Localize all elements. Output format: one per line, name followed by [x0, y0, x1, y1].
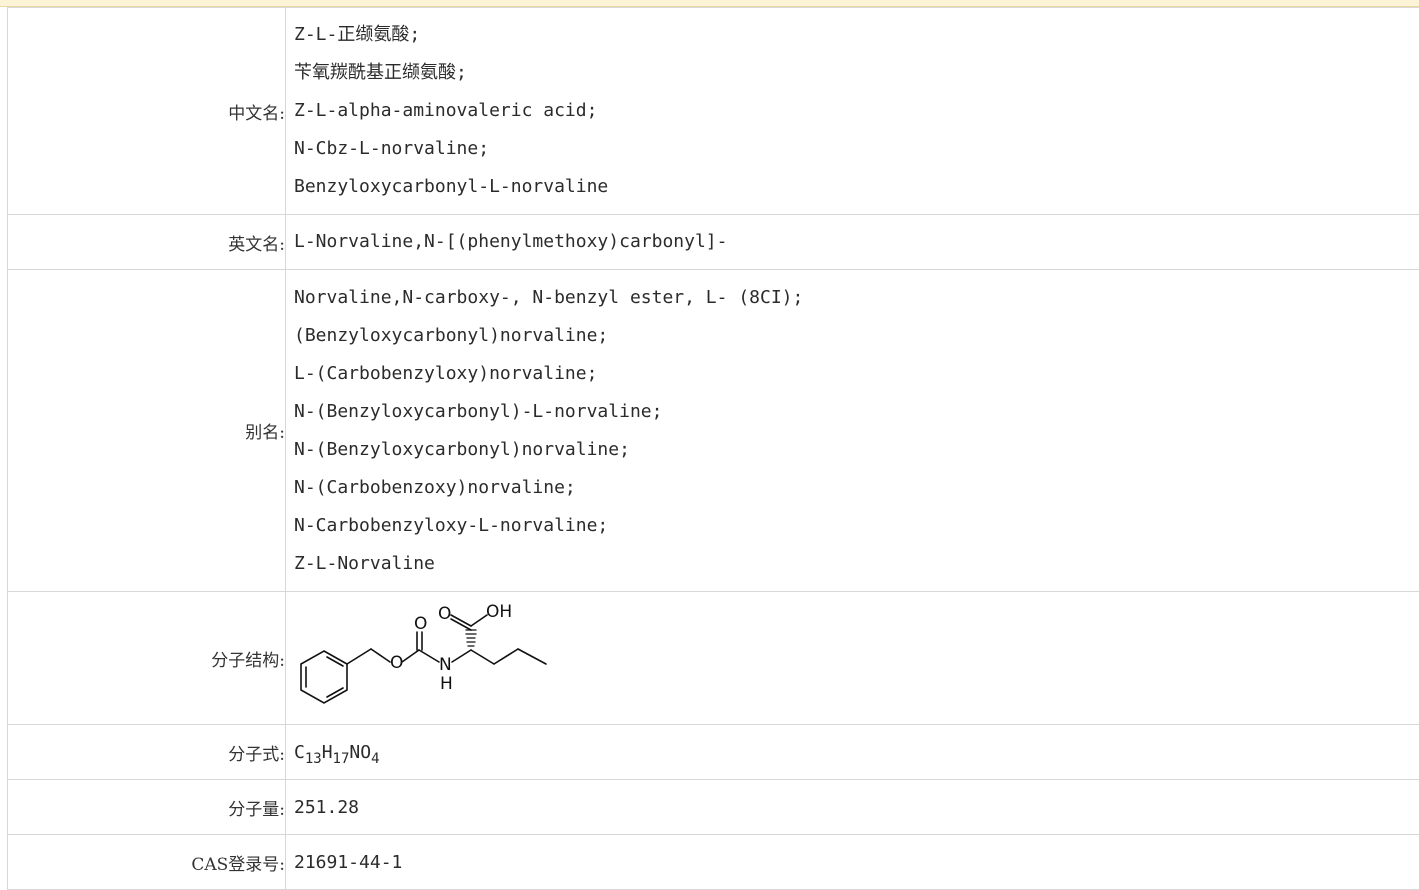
formula-value: C13H17NO4 — [286, 725, 1419, 780]
formula-element: C — [294, 742, 305, 763]
formula-count: 17 — [333, 751, 350, 767]
table-row-structure: 分子结构: — [8, 592, 1419, 725]
table-row-cas: CAS登录号: 21691-44-1 — [8, 835, 1419, 890]
alias-line: Z-L-Norvaline — [294, 545, 1419, 583]
chinese-name-line: Benzyloxycarbonyl-L-norvaline — [294, 168, 1419, 206]
alias-line: N-(Benzyloxycarbonyl)-L-norvaline; — [294, 393, 1419, 431]
alias-line: (Benzyloxycarbonyl)norvaline; — [294, 317, 1419, 355]
table-row-chinese-name: 中文名: Z-L-正缬氨酸; 苄氧羰酰基正缬氨酸; Z-L-alpha-amin… — [8, 8, 1419, 215]
molecular-structure-image: O O N H O OH — [294, 602, 564, 720]
alias-line: N-(Benzyloxycarbonyl)norvaline; — [294, 431, 1419, 469]
molecular-weight-label: 分子量: — [8, 780, 286, 835]
english-name-text: L-Norvaline,N-[(phenylmethoxy)carbonyl]- — [294, 223, 1419, 261]
english-name-label: 英文名: — [8, 215, 286, 270]
cas-label: CAS登录号: — [8, 835, 286, 890]
formula-label: 分子式: — [8, 725, 286, 780]
atom-label: N — [439, 655, 452, 675]
header-band — [0, 0, 1419, 7]
table-row-english-name: 英文名: L-Norvaline,N-[(phenylmethoxy)carbo… — [8, 215, 1419, 270]
chinese-name-label: 中文名: — [8, 8, 286, 215]
atom-label: O — [390, 653, 403, 673]
aliases-label: 别名: — [8, 270, 286, 592]
atom-label: OH — [486, 602, 512, 622]
chinese-name-line: Z-L-alpha-aminovaleric acid; — [294, 92, 1419, 130]
table-row-aliases: 别名: Norvaline,N-carboxy-, N-benzyl ester… — [8, 270, 1419, 592]
atom-label: H — [440, 674, 453, 694]
chinese-name-line: 苄氧羰酰基正缬氨酸; — [294, 54, 1419, 92]
structure-cell: O O N H O OH — [286, 592, 1419, 725]
aliases-values: Norvaline,N-carboxy-, N-benzyl ester, L-… — [286, 270, 1419, 592]
formula-element: NO — [349, 742, 371, 763]
alias-line: N-(Carbobenzoxy)norvaline; — [294, 469, 1419, 507]
table-row-molecular-weight: 分子量: 251.28 — [8, 780, 1419, 835]
atom-label: O — [438, 604, 451, 624]
chinese-name-line: N-Cbz-L-norvaline; — [294, 130, 1419, 168]
chinese-name-line: Z-L-正缬氨酸; — [294, 16, 1419, 54]
structure-label: 分子结构: — [8, 592, 286, 725]
formula-count: 13 — [305, 751, 322, 767]
english-name-value: L-Norvaline,N-[(phenylmethoxy)carbonyl]- — [286, 215, 1419, 270]
formula-count: 4 — [371, 751, 379, 767]
table-row-formula: 分子式: C13H17NO4 — [8, 725, 1419, 780]
cas-value: 21691-44-1 — [286, 835, 1419, 890]
alias-line: L-(Carbobenzyloxy)norvaline; — [294, 355, 1419, 393]
alias-line: N-Carbobenzyloxy-L-norvaline; — [294, 507, 1419, 545]
alias-line: Norvaline,N-carboxy-, N-benzyl ester, L-… — [294, 279, 1419, 317]
formula-element: H — [322, 742, 333, 763]
chinese-name-values: Z-L-正缬氨酸; 苄氧羰酰基正缬氨酸; Z-L-alpha-aminovale… — [286, 8, 1419, 215]
compound-info-table: 中文名: Z-L-正缬氨酸; 苄氧羰酰基正缬氨酸; Z-L-alpha-amin… — [7, 7, 1419, 890]
molecular-weight-value: 251.28 — [286, 780, 1419, 835]
atom-label: O — [414, 614, 427, 634]
